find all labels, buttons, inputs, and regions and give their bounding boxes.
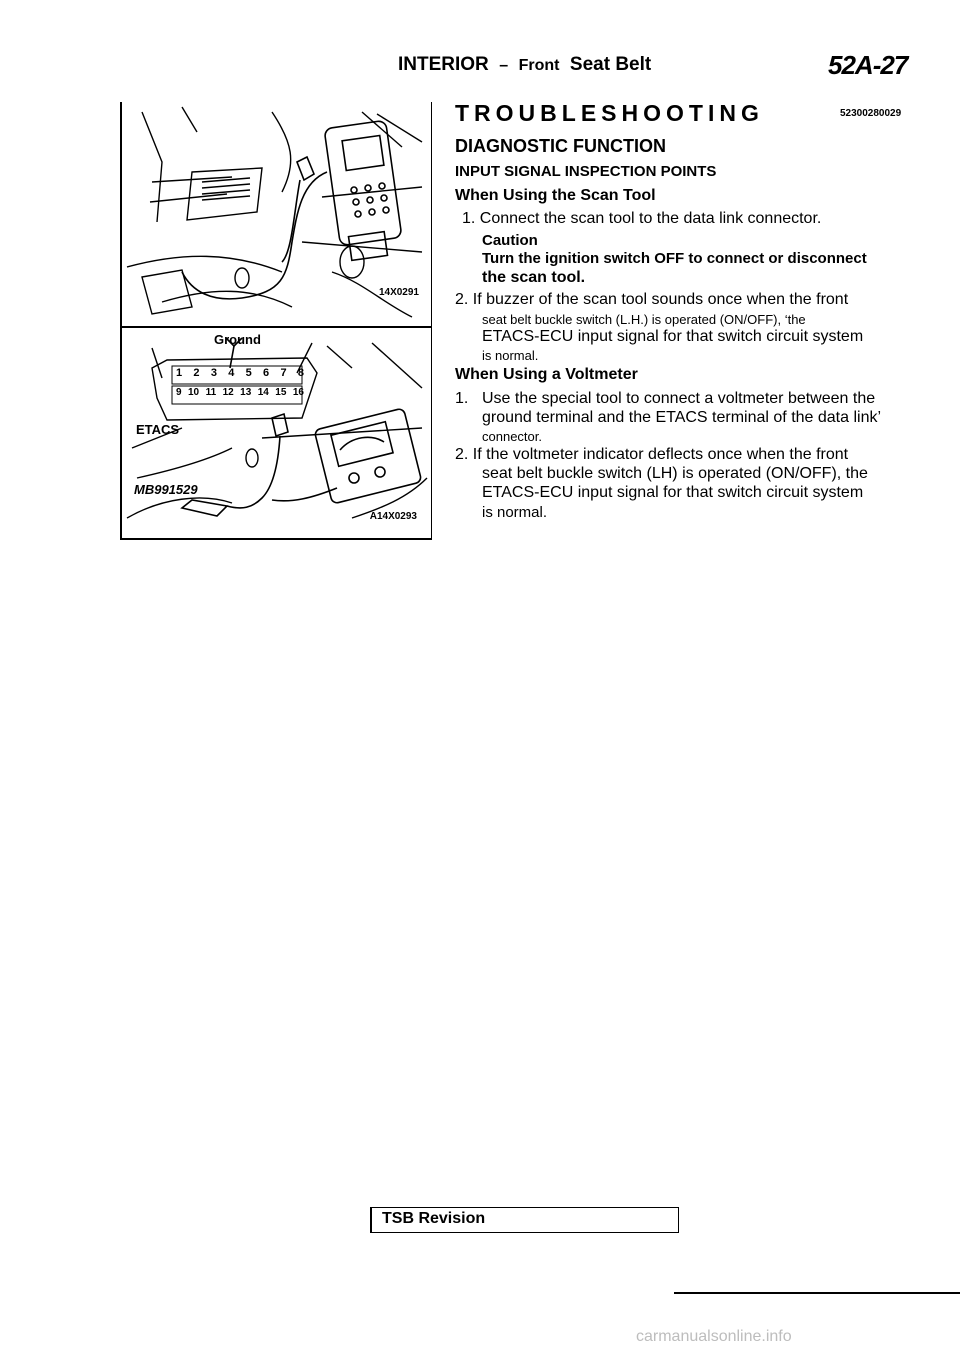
document-id: 52300280029 (840, 108, 902, 119)
pin-14: 14 (257, 387, 269, 398)
voltmeter-heading: When Using a Voltmeter (455, 366, 638, 383)
pin-1: 1 (176, 367, 183, 379)
caution-line-1: Turn the ignition switch OFF to connect … (482, 250, 867, 267)
pin-2: 2 (193, 367, 200, 379)
volt-step-1-number: 1. (455, 390, 469, 407)
section-title: TROUBLESHOOTING (455, 100, 764, 126)
pin-6: 6 (263, 367, 270, 379)
pin-11: 11 (205, 387, 217, 398)
pin-16: 16 (292, 387, 304, 398)
header-dash: – (499, 57, 509, 74)
figure-code-1: 14X0291 (378, 287, 419, 298)
ground-label: Ground (214, 332, 261, 347)
volt-step-1-line-2: ground terminal and the ETACS terminal o… (482, 409, 882, 426)
watermark: carmanualsonline.info (636, 1328, 792, 1345)
page-number: 52A-27 (828, 50, 908, 80)
voltmeter-illustration (126, 337, 428, 519)
pin-9: 9 (176, 387, 182, 398)
volt-step-1-line-3: connector. (482, 429, 542, 444)
tsb-revision-label: TSB Revision (382, 1210, 486, 1227)
caution-label: Caution (482, 232, 538, 249)
etacs-label: ETACS (136, 422, 180, 437)
figure-voltmeter: 1 2 3 4 5 6 7 8 9 10 11 12 13 14 15 16 G… (120, 328, 432, 540)
pin-12: 12 (222, 387, 234, 398)
tool-number-label: MB991529 (134, 482, 198, 497)
page-header: INTERIOR – Front Seat Belt (398, 54, 651, 76)
pin-15: 15 (275, 387, 287, 398)
pin-7: 7 (280, 367, 287, 379)
connector-pin-labels (171, 365, 303, 405)
header-sub-seat-belt: Seat Belt (569, 54, 652, 75)
pin-3: 3 (210, 367, 217, 379)
figure-scan-tool: 14X0291 (120, 102, 432, 328)
volt-step-1-line-1: Use the special tool to connect a voltme… (482, 390, 876, 407)
pin-10: 10 (188, 387, 200, 398)
scan-step-2-line-1: 2. If buzzer of the scan tool sounds onc… (455, 291, 849, 308)
pin-4: 4 (228, 367, 235, 379)
pin-5: 5 (245, 367, 252, 379)
connector-pins-bottom: 9 10 11 12 13 14 15 16 (176, 387, 304, 398)
scan-step-1: 1. Connect the scan tool to the data lin… (462, 210, 822, 227)
scan-tool-heading: When Using the Scan Tool (455, 187, 656, 204)
volt-step-2-line-4: is normal. (482, 504, 548, 521)
caution-line-2: the scan tool. (482, 269, 586, 286)
scan-step-2-line-4: is normal. (482, 348, 539, 363)
connector-pins-top: 1 2 3 4 5 6 7 8 (176, 367, 304, 379)
pin-8: 8 (297, 367, 304, 379)
inspection-points-heading: INPUT SIGNAL INSPECTION POINTS (455, 163, 717, 180)
header-sub-front: Front (518, 57, 560, 74)
volt-step-2-line-3: ETACS-ECU input signal for that switch c… (482, 484, 864, 501)
header-section: INTERIOR (398, 54, 489, 75)
scan-step-2-line-2: seat belt buckle switch (L.H.) is operat… (482, 312, 806, 327)
diagnostic-heading: DIAGNOSTIC FUNCTION (455, 136, 666, 156)
footer-rule (674, 1292, 960, 1294)
volt-step-2-line-1: 2. If the voltmeter indicator deflects o… (455, 446, 849, 463)
figure-code-2: A14X0293 (369, 511, 417, 522)
volt-step-2-line-2: seat belt buckle switch (LH) is operated… (482, 465, 868, 482)
pin-13: 13 (240, 387, 252, 398)
tsb-revision-box: TSB Revision (370, 1207, 679, 1233)
scan-step-2-line-3: ETACS-ECU input signal for that switch c… (482, 328, 864, 345)
scan-tool-illustration (126, 106, 423, 318)
